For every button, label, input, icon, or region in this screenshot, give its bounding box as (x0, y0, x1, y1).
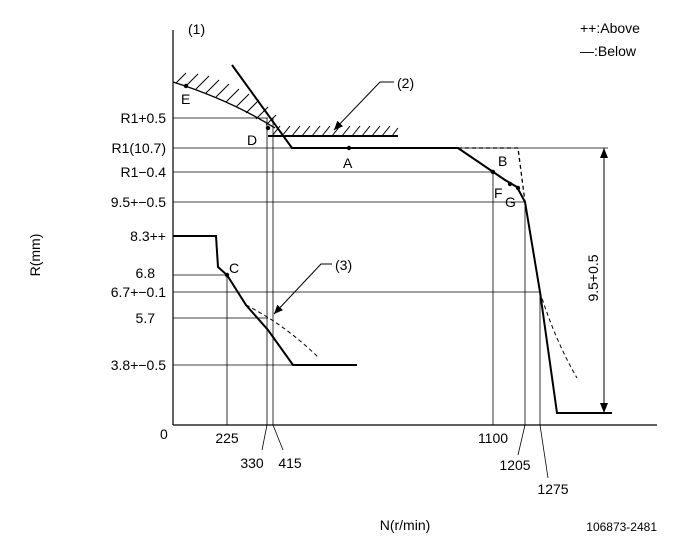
point-label-d: D (247, 132, 257, 148)
y-axis-title: R(mm) (27, 234, 43, 277)
dimension-label: 9.5+0.5 (585, 254, 601, 301)
point-label-b: B (498, 153, 507, 169)
y-label-6-7: 6.7+−0.1 (111, 284, 166, 300)
callout-2-label: (2) (397, 75, 414, 91)
y-label-r1-plus: R1+0.5 (120, 110, 166, 126)
full-load-dashed-below (539, 291, 578, 379)
callout-2-leader (333, 81, 394, 131)
x-label-leaders (261, 424, 549, 479)
point-label-f: F (494, 185, 503, 201)
point-label-c: C (229, 260, 239, 276)
x-label-1100: 1100 (478, 430, 508, 446)
marker-1: (1) (188, 21, 205, 37)
full-load-dashed-above (458, 147, 526, 203)
x-axis-title: N(r/min) (380, 517, 431, 533)
legend-above: ++:Above (580, 20, 640, 36)
horizontal-reference-lines (173, 117, 608, 366)
point-label-g: G (505, 194, 516, 210)
point-label-e: E (181, 91, 190, 107)
y-label-5-7: 5.7 (136, 310, 156, 326)
x-label-225: 225 (215, 430, 239, 446)
dimension-arrowhead-top (600, 148, 608, 158)
vertical-reference-lines (226, 118, 541, 425)
y-label-6-8: 6.8 (136, 265, 156, 281)
drawing-number: 106873-2481 (586, 520, 657, 534)
y-label-r1-minus: R1−0.4 (120, 164, 166, 180)
x-label-1205: 1205 (499, 457, 530, 473)
y-label-8-3: 8.3++ (130, 228, 166, 244)
callout-3-label: (3) (335, 257, 352, 273)
point-dots (183, 83, 521, 278)
dimension-arrowhead-bottom (600, 403, 608, 413)
callout-3-leader (273, 263, 332, 315)
y-label-r1: R1(10.7) (112, 140, 166, 156)
stopper-hatch (271, 125, 399, 137)
idle-curve (173, 235, 357, 366)
upper-hatch (175, 72, 277, 126)
origin-label: 0 (160, 426, 168, 442)
x-label-415: 415 (278, 455, 302, 471)
y-label-9-5: 9.5+−0.5 (111, 194, 166, 210)
x-label-1275: 1275 (537, 481, 568, 497)
y-label-3-8: 3.8+−0.5 (111, 357, 166, 373)
idle-dashed (245, 304, 319, 358)
x-label-330: 330 (240, 455, 264, 471)
legend-below: —:Below (580, 43, 637, 59)
point-label-a: A (343, 155, 353, 171)
